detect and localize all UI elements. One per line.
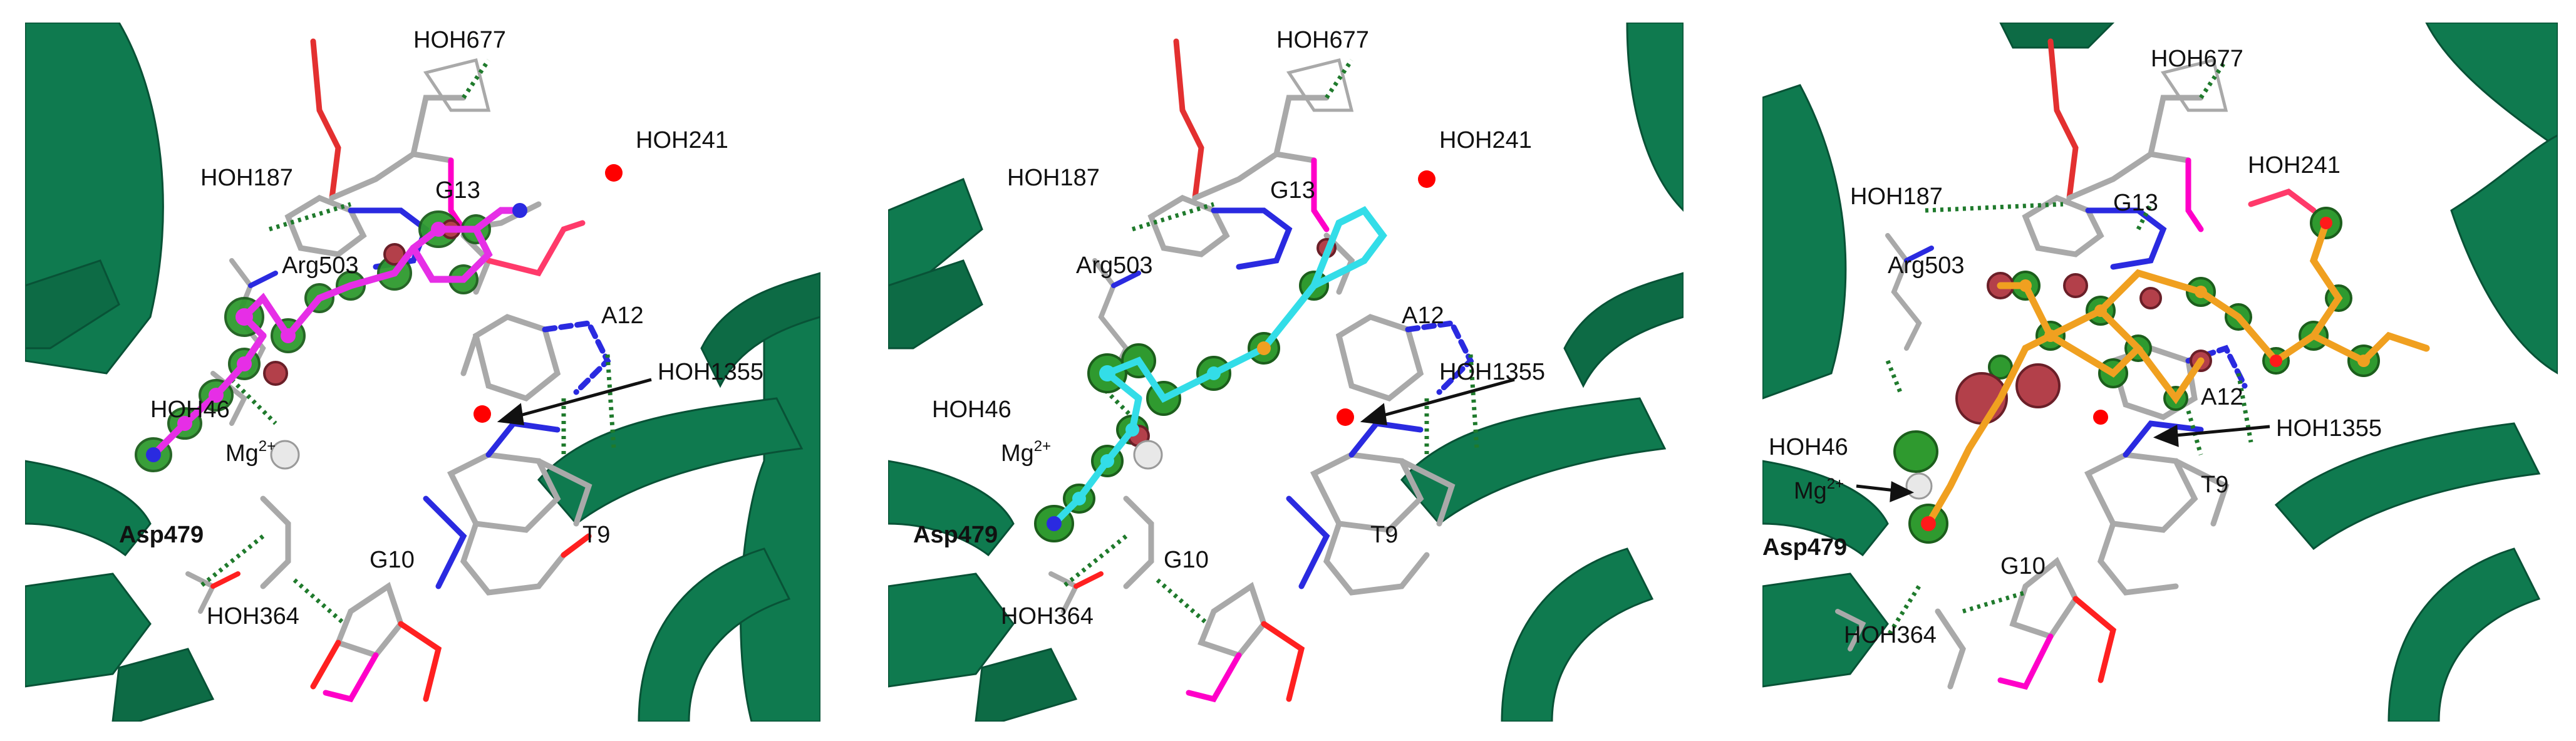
label-mg: Mg2+ [1794,475,1844,504]
label-hoh46: HOH46 [150,396,230,423]
label-mg: Mg2+ [225,438,276,467]
nucleotide-g13 [2022,194,2167,270]
label-a12: A12 [601,303,644,329]
label-asp479: Asp479 [1762,534,1847,561]
label-arg503: Arg503 [1076,252,1153,279]
magnesium-ion [270,440,300,470]
magnesium-ion [1133,440,1163,470]
label-hoh1355: HOH1355 [1439,359,1545,385]
nucleotide-t9-g10 [260,420,592,703]
molecular-scene-1: HOH677 HOH241 HOH187 G13 Arg503 A12 HOH1… [25,23,820,722]
label-g10: G10 [1164,547,1209,573]
mg-charge: 2+ [259,438,276,455]
label-hoh1355: HOH1355 [2276,415,2382,442]
protein-ribbon [25,23,820,722]
label-a12: A12 [2201,384,2243,410]
label-hoh364: HOH364 [207,603,299,630]
magnesium-ion [1905,472,1933,500]
label-arg503: Arg503 [1888,252,1965,279]
label-hoh677: HOH677 [2151,46,2243,72]
mg-symbol: Mg [225,440,259,467]
label-mg: Mg2+ [1001,438,1051,467]
label-hoh187: HOH187 [1850,184,1943,210]
pointer-arrows [1856,424,2270,502]
nucleotide-t9-g10 [1123,420,1456,703]
label-hoh187: HOH187 [200,165,293,191]
label-g13: G13 [1270,177,1315,204]
label-hoh241: HOH241 [1439,127,1532,153]
sidechains [1835,233,1934,651]
label-hoh677: HOH677 [1276,27,1369,53]
label-arg503: Arg503 [282,252,359,279]
mg-symbol: Mg [1794,478,1827,504]
label-asp479: Asp479 [119,522,204,548]
label-g10: G10 [2000,553,2046,579]
water-molecules [1337,170,1435,426]
hydrogen-bonds [1885,59,2253,638]
label-hoh241: HOH241 [2248,152,2341,179]
protein-ribbon [888,23,1684,722]
structure-panel-2: HOH677 HOH241 HOH187 G13 Arg503 A12 HOH1… [888,23,1684,722]
water-molecules [473,164,623,423]
structure-panel-1: HOH677 HOH241 HOH187 G13 Arg503 A12 HOH1… [25,23,820,722]
ligand-atoms [1921,217,2370,531]
pointer-arrow [497,378,652,425]
label-a12: A12 [1402,303,1444,329]
label-hoh241: HOH241 [636,127,728,153]
nucleotide-t9-g10 [1935,420,2230,690]
label-hoh187: HOH187 [1007,165,1100,191]
label-hoh46: HOH46 [1769,434,1848,460]
water-molecules [2093,410,2108,425]
label-hoh364: HOH364 [1844,622,1937,648]
label-t9: T9 [1370,522,1398,548]
ligand-atoms [1047,341,1271,531]
nucleotide-a12 [460,314,611,402]
label-hoh46: HOH46 [932,396,1011,423]
structure-panel-3: HOH677 HOH241 HOH187 G13 Arg503 A12 HOH1… [1762,23,2558,722]
label-g10: G10 [370,547,415,573]
label-asp479: Asp479 [913,522,998,548]
label-hoh677: HOH677 [413,27,506,53]
protein-ribbon [1762,23,2558,722]
hydrogen-bonds [199,59,616,626]
pointer-arrow [1360,378,1515,425]
mg-symbol: Mg [1001,440,1034,467]
label-g13: G13 [435,177,480,204]
label-hoh1355: HOH1355 [658,359,763,385]
molecular-scene-3: HOH677 HOH241 HOH187 G13 Arg503 A12 HOH1… [1762,23,2558,722]
nucleotide-a12 [1335,314,1474,402]
phosphate-backbone-top [310,38,542,232]
phosphate-backbone-top [2047,38,2317,232]
label-g13: G13 [2113,190,2158,216]
mg-charge: 2+ [1034,438,1051,455]
label-t9: T9 [582,522,610,548]
label-t9: T9 [2201,472,2228,498]
mg-charge: 2+ [1827,475,1844,492]
phosphate-backbone-top [1173,38,1354,232]
ligand-atoms [146,203,527,462]
label-hoh364: HOH364 [1001,603,1094,630]
molecular-scene-2: HOH677 HOH241 HOH187 G13 Arg503 A12 HOH1… [888,23,1684,722]
